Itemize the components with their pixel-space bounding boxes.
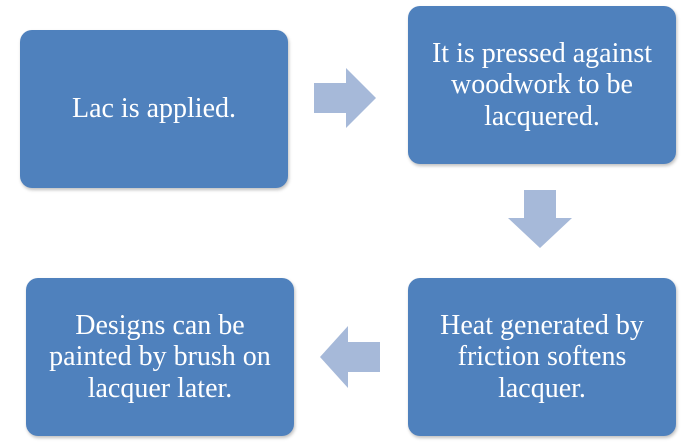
step-4-box: Designs can be painted by brush on lacqu… — [26, 278, 294, 436]
arrow-left-icon — [320, 326, 380, 388]
step-2-label: It is pressed against woodwork to be lac… — [431, 37, 653, 132]
step-1-label: Lac is applied. — [71, 93, 237, 125]
step-1-box: Lac is applied. — [20, 30, 288, 188]
step-3-box: Heat generated by friction softens lacqu… — [408, 278, 676, 436]
step-3-label: Heat generated by friction softens lacqu… — [440, 309, 644, 404]
arrow-down-icon — [508, 190, 572, 248]
step-2-box: It is pressed against woodwork to be lac… — [408, 6, 676, 164]
step-4-label: Designs can be painted by brush on lacqu… — [49, 309, 271, 404]
arrow-right-icon — [314, 68, 376, 128]
